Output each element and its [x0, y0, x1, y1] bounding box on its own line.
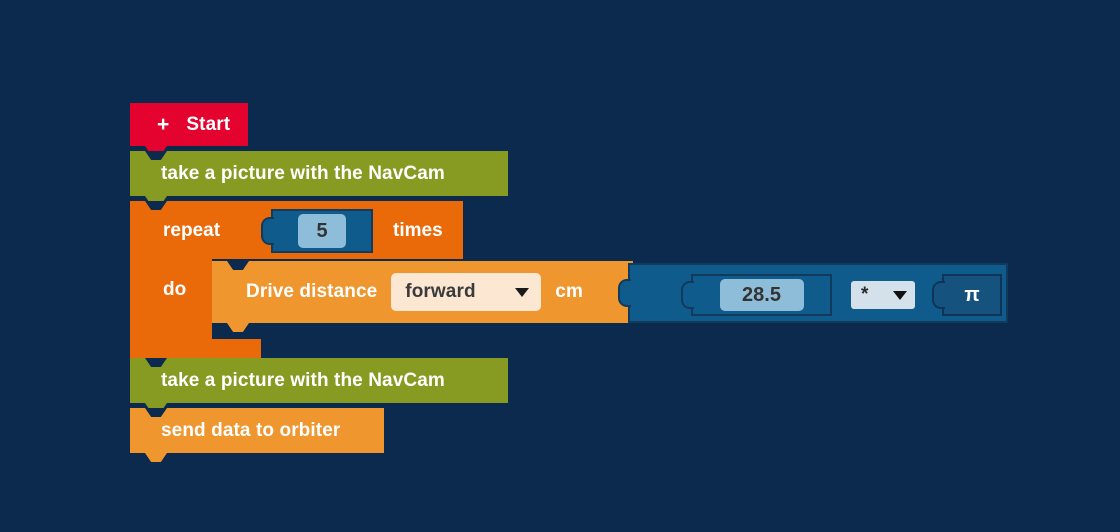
operator-dropdown-value: *	[861, 284, 869, 305]
block-notch-top	[227, 261, 249, 270]
times-label: times	[393, 220, 443, 241]
math-expression-block[interactable]: 28.5 * π	[618, 263, 1008, 323]
block-connector-bottom	[145, 453, 167, 462]
pi-symbol-label: π	[964, 283, 980, 306]
take-picture-block-1[interactable]: take a picture with the NavCam	[130, 151, 508, 205]
repeat-block-foot-left	[130, 339, 212, 367]
do-label: do	[163, 279, 187, 300]
take-picture-label-2: take a picture with the NavCam	[161, 369, 445, 391]
unit-label: cm	[555, 281, 583, 302]
chevron-down-icon	[893, 290, 907, 300]
start-block-connector	[145, 146, 167, 155]
send-data-block[interactable]: send data to orbiter	[130, 408, 384, 462]
block-connector-bottom	[227, 323, 249, 332]
repeat-block-arm: do	[130, 259, 212, 349]
block-plug-icon	[261, 217, 274, 245]
block-notch-top	[145, 408, 167, 417]
drive-distance-block[interactable]: Drive distance forward cm	[212, 261, 633, 332]
start-block[interactable]: + Start	[130, 103, 248, 155]
operator-dropdown[interactable]: *	[851, 281, 915, 309]
drive-distance-label: Drive distance	[246, 281, 378, 302]
chevron-down-icon	[515, 287, 530, 297]
send-data-label: send data to orbiter	[161, 419, 341, 441]
direction-dropdown-value: forward	[405, 281, 476, 302]
block-notch-top	[145, 151, 167, 160]
plus-icon: +	[157, 113, 170, 136]
block-plug-icon	[618, 279, 631, 307]
take-picture-block-2[interactable]: take a picture with the NavCam	[130, 358, 508, 412]
operand-a-input[interactable]: 28.5	[719, 279, 804, 311]
repeat-count-number-block[interactable]: 5	[261, 209, 373, 253]
block-plug-icon	[681, 281, 694, 309]
repeat-count-input[interactable]: 5	[298, 214, 346, 248]
block-notch-top	[145, 358, 167, 367]
block-notch-top	[145, 201, 167, 210]
operand-a-number-block[interactable]: 28.5	[681, 274, 832, 316]
pi-constant-block[interactable]: π	[932, 274, 1002, 316]
block-connector-bottom	[145, 403, 167, 412]
repeat-label: repeat	[163, 220, 221, 241]
block-plug-icon	[932, 281, 945, 309]
take-picture-label-1: take a picture with the NavCam	[161, 162, 445, 184]
start-block-label: Start	[186, 113, 231, 135]
direction-dropdown[interactable]: forward	[391, 273, 542, 311]
block-connector-bottom	[145, 196, 167, 205]
